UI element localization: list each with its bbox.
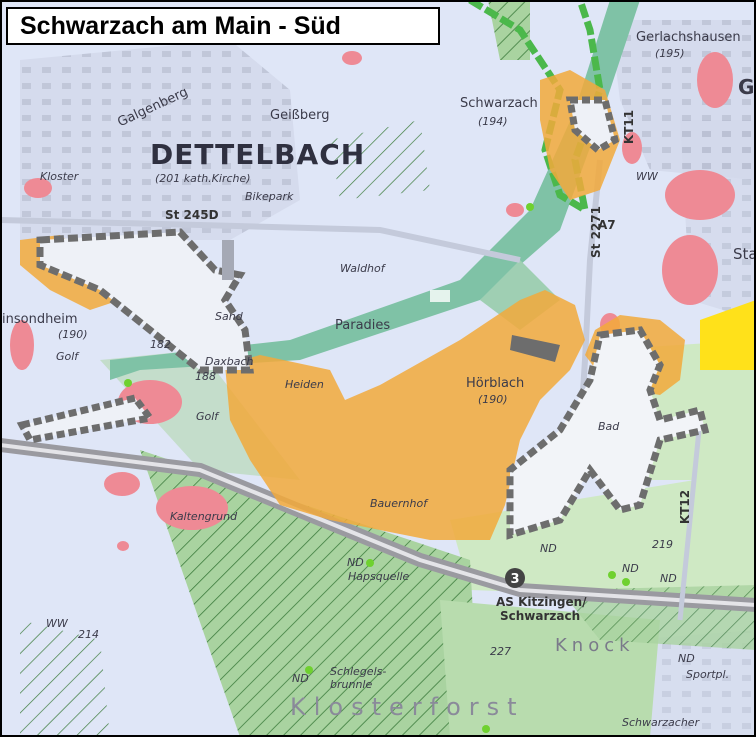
label-sportpl: Sportpl. — [686, 668, 730, 681]
label-paradies: Paradies — [335, 318, 391, 333]
red-zone-kaltengrund — [156, 486, 228, 530]
label-schlegelsbrunnle: Schlegels-brunnle — [330, 665, 387, 691]
label-219: 219 — [652, 538, 673, 551]
label-nd-2: ND — [540, 542, 557, 555]
green-dot-5 — [622, 578, 630, 586]
highway-shield-number: 3 — [510, 572, 519, 587]
label-knock: Knock — [555, 635, 635, 656]
label-gerlachshausen-elev: (195) — [655, 47, 685, 60]
label-hoerblach: Hörblach — [466, 376, 525, 391]
red-zone-east-2 — [665, 170, 735, 220]
label-227: 227 — [490, 645, 511, 658]
road-st2450 — [0, 217, 521, 263]
label-st2450: St 245D — [165, 208, 219, 222]
gray-boundary-golf — [16, 394, 157, 444]
label-nd-5: ND — [292, 672, 309, 685]
gray-block-1 — [222, 240, 234, 280]
label-as-schwarzach: Schwarzach — [500, 609, 581, 623]
red-zone-kloster — [24, 178, 52, 198]
red-zone-east-1 — [697, 52, 733, 108]
green-boundary — [468, 0, 604, 218]
highway-a3-center — [0, 443, 756, 607]
gray-boundary-north — [565, 96, 620, 155]
red-zone-east-3 — [662, 235, 718, 305]
label-insondheim: insondheim — [2, 312, 78, 327]
label-nd-1: ND — [347, 556, 364, 569]
hatch-north-green — [488, 0, 530, 60]
field-south — [450, 470, 756, 600]
green-dot-6 — [305, 666, 313, 674]
highway-shield — [505, 568, 525, 588]
label-heiden: Heiden — [285, 378, 324, 391]
label-insondheim-elev: (190) — [58, 328, 88, 341]
label-nd-3: ND — [622, 562, 639, 575]
label-st2271: St 2271 — [588, 206, 603, 258]
red-zone-small — [117, 541, 129, 551]
green-dot-7 — [482, 725, 490, 733]
label-schwarzach: Schwarzach — [460, 96, 538, 111]
label-klosterforst: Klosterforst — [290, 693, 525, 721]
label-nd-4: ND — [660, 572, 677, 585]
label-daxbach: Daxbach — [205, 355, 254, 368]
gray-boundary-small — [510, 335, 560, 362]
label-as-kitzingen: AS Kitzingen/ — [496, 595, 587, 609]
red-zone-west — [10, 320, 34, 370]
forest-klosterforst — [140, 450, 480, 737]
gray-boundary-bad — [506, 326, 710, 540]
label-gerlachshausen: Gerlachshausen — [636, 30, 741, 45]
label-bikepark: Bikepark — [245, 190, 294, 203]
label-g: G — [738, 75, 755, 99]
label-182: 182 — [150, 338, 171, 351]
urban-dettelbach — [20, 40, 300, 240]
road-kt12 — [677, 419, 703, 621]
hatch-west — [20, 620, 110, 737]
green-dot-2 — [124, 379, 132, 387]
label-sta: Sta — [733, 245, 756, 263]
red-zone-north — [342, 51, 362, 65]
label-a7: A7 — [598, 218, 616, 232]
label-dettelbach: DETTELBACH — [150, 138, 366, 171]
red-zone-sw — [104, 472, 140, 496]
orange-zone-main — [225, 290, 585, 540]
label-geissberg: Geißberg — [270, 108, 330, 123]
label-sand: Sand — [215, 310, 243, 323]
hatch-north — [330, 120, 430, 200]
red-zone-east-5 — [622, 132, 642, 164]
red-zone-mid — [506, 203, 524, 217]
green-dot-4 — [608, 571, 616, 579]
label-schwarzacher: Schwarzacher — [622, 716, 700, 729]
label-golf-1: Golf — [56, 350, 79, 363]
label-ww-2: WW — [636, 170, 658, 183]
label-waldhof: Waldhof — [340, 262, 385, 275]
green-dot-3 — [366, 559, 374, 567]
label-hoerblach-elev: (190) — [478, 393, 508, 406]
label-nd-6: ND — [678, 652, 695, 665]
label-ww-1: WW — [46, 617, 68, 630]
yellow-zone — [700, 300, 756, 370]
label-hapsquelle: Hapsquelle — [348, 570, 410, 583]
label-kt11: KT11 — [622, 109, 637, 145]
gray-boundary-dettelbach — [36, 228, 254, 374]
label-214: 214 — [78, 628, 99, 641]
label-kloster: Kloster — [40, 170, 79, 183]
green-dot-1 — [526, 203, 534, 211]
label-kt12: KT12 — [678, 489, 693, 525]
label-188: 188 — [195, 370, 216, 383]
label-kaltengrund: Kaltengrund — [170, 510, 238, 523]
label-golf-2: Golf — [196, 410, 219, 423]
label-bauernhof: Bauernhof — [370, 497, 428, 510]
map-title: Schwarzach am Main - Süd — [6, 7, 440, 45]
label-bad: Bad — [598, 420, 620, 433]
label-schwarzach-elev: (194) — [478, 115, 508, 128]
label-dettelbach-note: (201 kath.Kirche) — [155, 172, 251, 185]
gray-block-2 — [430, 290, 450, 302]
